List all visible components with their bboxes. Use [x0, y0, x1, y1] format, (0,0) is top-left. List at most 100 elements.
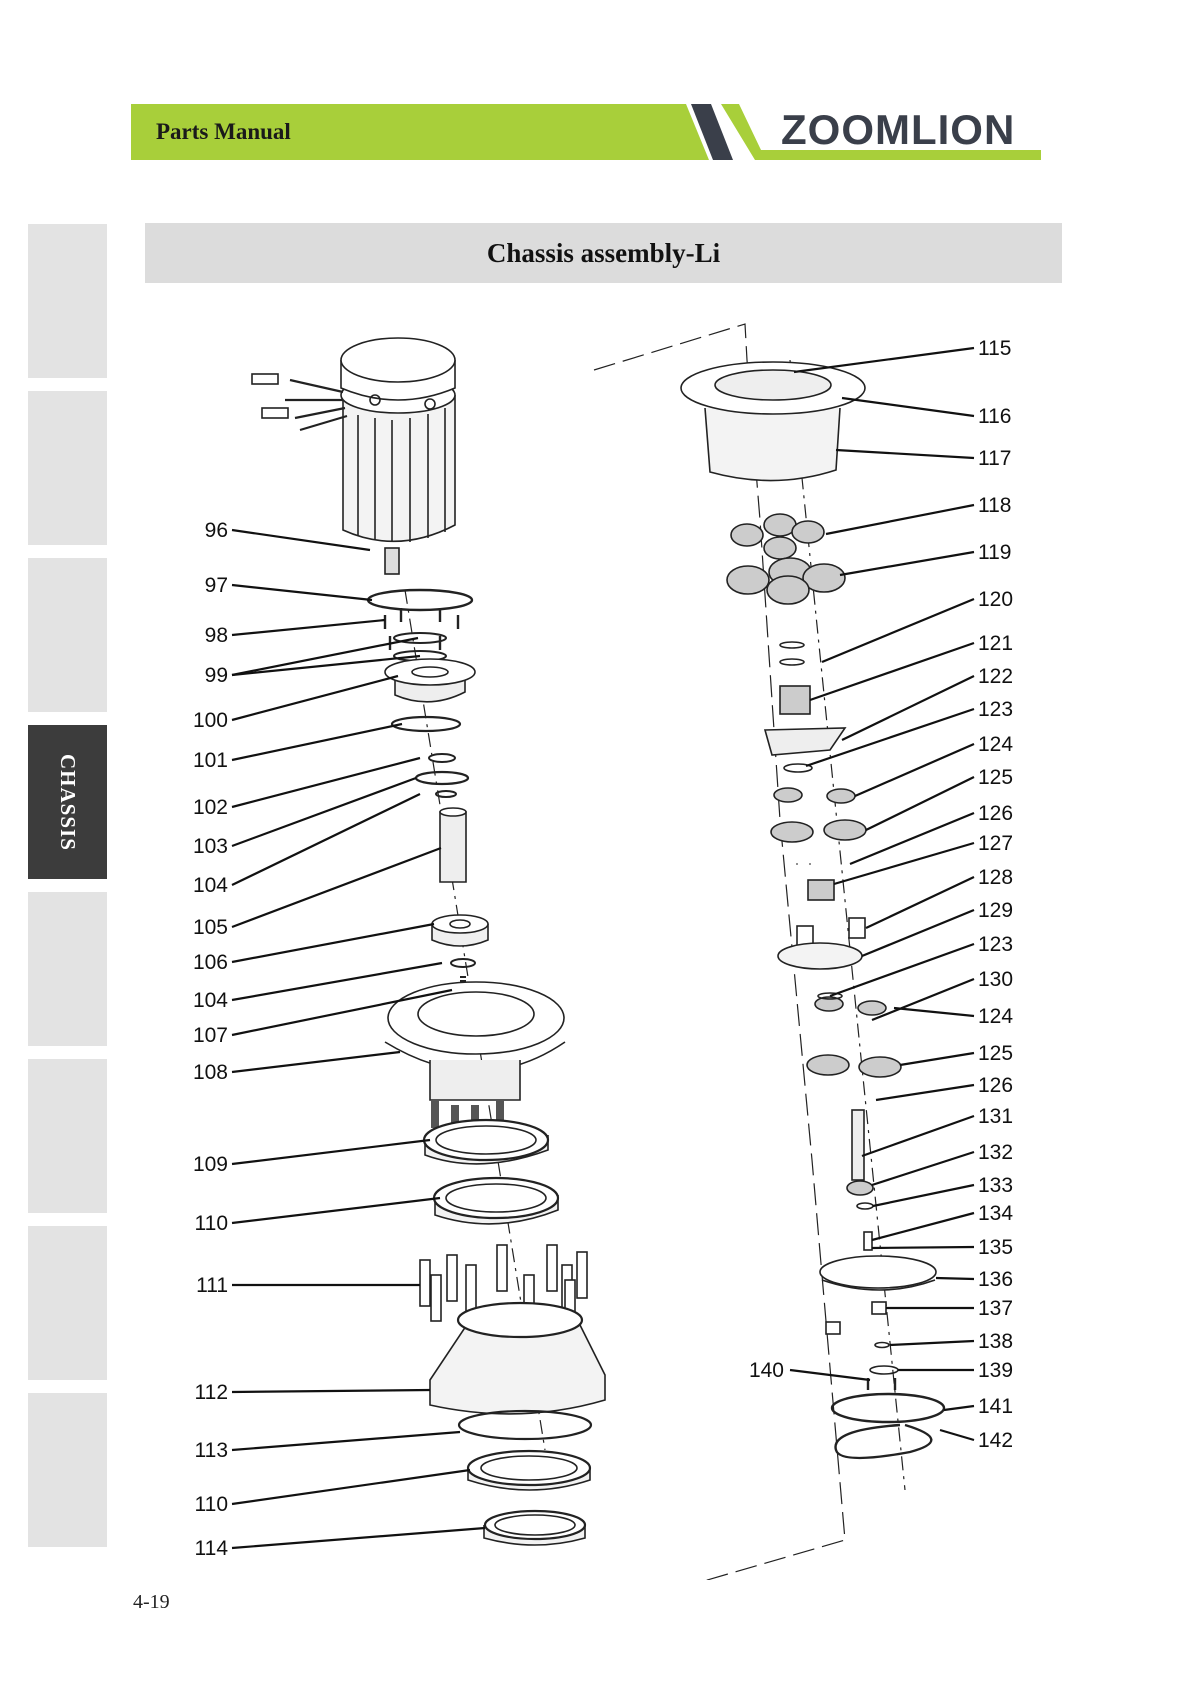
leader-line: [789, 1368, 871, 1382]
shaft-part: [439, 811, 467, 883]
callout-125: 125: [978, 1042, 1013, 1065]
cover-plate-part: [819, 1255, 937, 1289]
section-tab-chassis[interactable]: CHASSIS: [28, 725, 107, 879]
leader-line: [805, 707, 975, 768]
callout-130: 130: [978, 968, 1013, 991]
leader-line: [871, 1211, 975, 1242]
leader-line: [231, 674, 399, 722]
hub-housing-part: [429, 1314, 606, 1415]
callout-124: 124: [978, 1005, 1013, 1028]
leader-line: [861, 1114, 975, 1158]
callout-128: 128: [978, 866, 1013, 889]
leader-line: [231, 1526, 486, 1550]
callout-133: 133: [978, 1174, 1013, 1197]
leader-line: [821, 597, 975, 664]
stud-bolts-part: [419, 1244, 588, 1327]
callout-129: 129: [978, 899, 1013, 922]
leader-line: [871, 977, 975, 1022]
retaining-ring-part: [834, 1423, 933, 1460]
callout-109: 109: [193, 1153, 228, 1176]
leader-line: [935, 1276, 975, 1281]
leader-line: [849, 811, 975, 866]
leader-line: [231, 1430, 461, 1452]
leader-line: [231, 1050, 401, 1074]
callout-127: 127: [978, 832, 1013, 855]
callout-116: 116: [978, 405, 1011, 428]
section-tab[interactable]: [28, 558, 107, 712]
callout-98: 98: [205, 624, 228, 647]
group-boundary-line: [593, 323, 846, 1580]
leader-line: [231, 1138, 431, 1166]
callout-106: 106: [193, 951, 228, 974]
leader-line: [231, 961, 443, 1002]
carrier-disc-part: [777, 942, 863, 970]
leader-line: [825, 503, 975, 536]
page-header: Parts Manual ZOOMLION: [131, 104, 1041, 160]
leader-line: [835, 448, 975, 460]
callout-101: 101: [193, 749, 228, 772]
leader-line: [943, 1404, 975, 1412]
leader-line: [875, 1083, 975, 1102]
leader-line: [939, 1428, 975, 1442]
section-tab[interactable]: [28, 224, 107, 378]
leader-line: [872, 1183, 975, 1208]
section-tab[interactable]: [28, 391, 107, 545]
callout-121: 121: [978, 632, 1013, 655]
leader-line: [231, 1388, 431, 1394]
callout-102: 102: [193, 796, 228, 819]
callout-117: 117: [978, 447, 1011, 470]
callout-126: 126: [978, 1074, 1013, 1097]
section-tab-label: CHASSIS: [56, 753, 80, 851]
callout-141: 141: [978, 1395, 1013, 1418]
callout-120: 120: [978, 588, 1013, 611]
callout-114: 114: [195, 1537, 229, 1560]
callout-107: 107: [193, 1024, 228, 1047]
callout-126: 126: [978, 802, 1013, 825]
snap-ring-part: [830, 1392, 946, 1424]
motor-assembly: [251, 337, 456, 575]
callout-123: 123: [978, 933, 1013, 956]
leader-line: [231, 793, 421, 886]
leader-line: [231, 528, 371, 552]
leader-line: [231, 1468, 471, 1506]
section-tab[interactable]: [28, 1226, 107, 1380]
header-band: [131, 104, 1041, 160]
leader-line: [231, 776, 417, 848]
leader-line: [231, 636, 419, 677]
callout-104: 104: [193, 874, 228, 897]
callout-97: 97: [205, 574, 228, 597]
leader-line: [871, 1150, 975, 1187]
callout-103: 103: [193, 835, 228, 858]
callout-124: 124: [978, 733, 1013, 756]
exploded-parts-diagram: 9697989910010110210310410510610410710810…: [193, 323, 1013, 1580]
callout-136: 136: [978, 1268, 1013, 1291]
leader-line: [231, 922, 435, 964]
gear-pack-part: [770, 787, 902, 1078]
callout-100: 100: [193, 709, 228, 732]
section-tab[interactable]: [28, 1059, 107, 1213]
leader-line: [861, 908, 975, 958]
callout-105: 105: [193, 916, 228, 939]
page-number: 4-19: [133, 1591, 170, 1613]
leader-line: [854, 742, 975, 798]
o-ring-part: [366, 588, 474, 612]
callout-132: 132: [978, 1141, 1013, 1164]
callout-99: 99: [205, 664, 228, 687]
callout-140: 140: [749, 1359, 784, 1382]
leader-line: [231, 722, 403, 762]
callout-138: 138: [978, 1330, 1013, 1353]
section-tab[interactable]: [28, 1393, 107, 1547]
ring-gear-housing-part: [704, 407, 841, 482]
header-green-band: [131, 104, 709, 160]
leader-line: [231, 846, 442, 929]
page-title: Chassis assembly-Li: [486, 237, 721, 268]
callout-125: 125: [978, 766, 1013, 789]
callout-135: 135: [978, 1236, 1013, 1259]
leader-line: [231, 654, 421, 677]
leader-line: [871, 1245, 975, 1250]
callout-112: 112: [195, 1381, 228, 1404]
logo-stripe-dark: [691, 104, 733, 160]
logo-stripe-green: [721, 104, 1041, 160]
callout-110: 110: [195, 1212, 228, 1235]
section-tab[interactable]: [28, 892, 107, 1046]
